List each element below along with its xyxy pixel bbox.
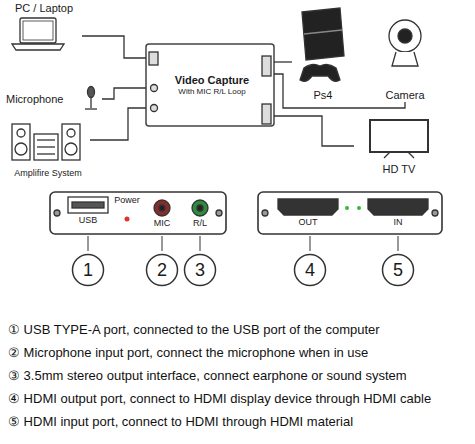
callout-number: 5 [393,260,403,281]
description-line: ① USB TYPE-A port, connected to the USB … [8,322,380,337]
left-panel [50,192,226,234]
node-label: With MIC R/L Loop [178,87,245,96]
callout-circle: 5 [381,253,415,287]
capture-box-body [146,44,274,126]
connector-wire [274,61,292,62]
node-label: Amplifire System [14,168,82,178]
port-label: OUT [299,217,318,227]
device-node: HD TV [354,116,444,176]
device-node: Amplifire System [6,120,90,178]
description-line: ⑤ HDMI input port, connect to HDMI throu… [8,414,353,429]
connector-wire [274,116,354,146]
callout-ring [295,255,326,286]
port-label: IN [394,217,403,227]
device-node: Camera [372,8,438,102]
callout-circle: 1 [71,253,105,287]
device-node: Microphone [6,86,102,112]
port-label: R/L [193,218,207,228]
port-label: USB [79,215,98,225]
connector-wire [82,36,146,58]
port-panel: USB PowerMIC R/L [50,192,226,234]
connector-wire [102,88,146,99]
node-label: Video Capture [175,74,249,87]
node-label: HD TV [383,163,416,176]
callout-circle: 4 [293,253,327,287]
port-panel: OUT IN [258,192,442,234]
capture-box: Video CaptureWith MIC R/L Loop [146,44,274,126]
callout-circle: 3 [183,253,217,287]
callout-ring [185,255,216,286]
leader-lines [88,236,398,251]
description-line: ④ HDMI output port, connect to HDMI disp… [8,391,431,406]
amplifier-icon [12,124,80,160]
callout-number: 4 [305,260,315,281]
port-label: MIC [154,218,171,228]
callout-circle: 2 [145,253,179,287]
node-label: Ps4 [314,89,333,102]
callout-number: 2 [157,260,167,281]
ps4-icon [300,8,344,81]
description-line: ③ 3.5mm stereo output interface, connect… [8,368,407,383]
callout-number: 3 [195,260,205,281]
node-label: Camera [385,89,424,102]
tv-icon [370,120,428,158]
node-label: Microphone [6,93,63,106]
connector-wire [90,108,146,140]
node-label: PC / Laptop [15,2,73,15]
microphone-icon [85,87,97,110]
callout-ring [383,255,414,286]
connector-wire [274,74,405,108]
port-label: Power [114,195,140,205]
laptop-icon [12,18,64,50]
device-node: Ps4 [292,4,354,102]
device-node: PC / Laptop [6,2,82,54]
camera-icon [389,20,421,66]
right-panel [258,192,442,234]
callout-ring [147,255,178,286]
description-line: ② Microphone input port, connect the mic… [8,345,368,360]
callout-ring [73,255,104,286]
callout-number: 1 [83,260,93,281]
